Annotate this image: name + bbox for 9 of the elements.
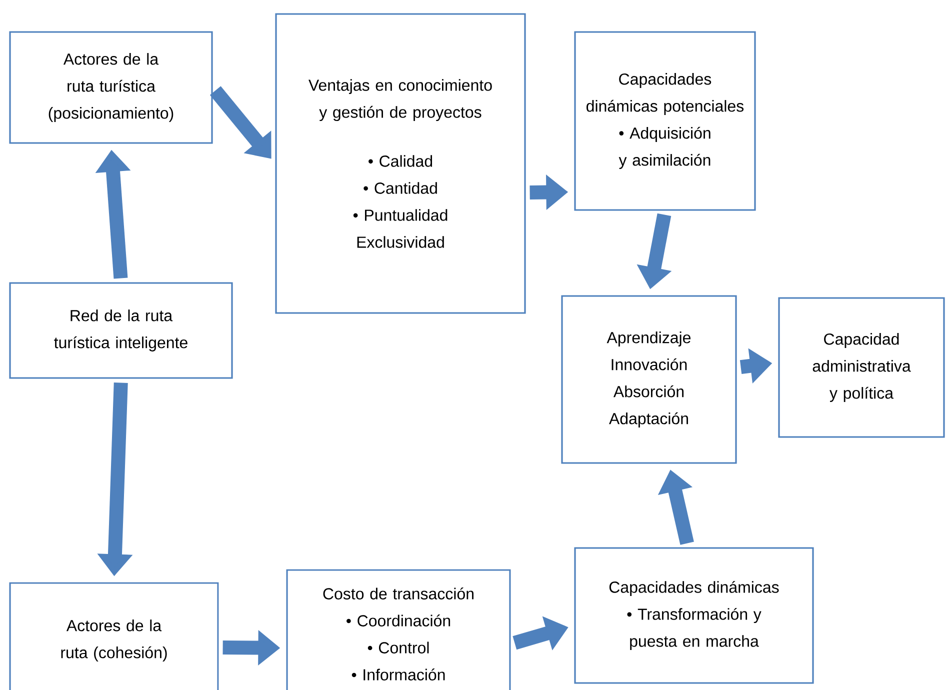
text-box: Aprendizaje Innovación Absorción Adaptación [561, 295, 737, 464]
text-box: Costo de transacción • Coordinación • Control • Información [286, 569, 511, 690]
text-box: Ventajas en conocimiento y gestión de proyectos • Calidad • Cantidad • Puntualidad Exclusividad [275, 13, 526, 314]
text-box: Capacidad administrativa y política [778, 297, 945, 438]
text-box: Capacidades dinámicas potenciales • Adquisición y asimilación [574, 31, 756, 211]
text-box: Actores de la ruta turística (posicionamiento) [9, 31, 213, 144]
text-box: Capacidades dinámicas • Transformación y puesta en marcha [574, 547, 814, 684]
text-box: Actores de la ruta (cohesión) [9, 582, 219, 690]
text-box: Red de la ruta turística inteligente [9, 282, 233, 379]
